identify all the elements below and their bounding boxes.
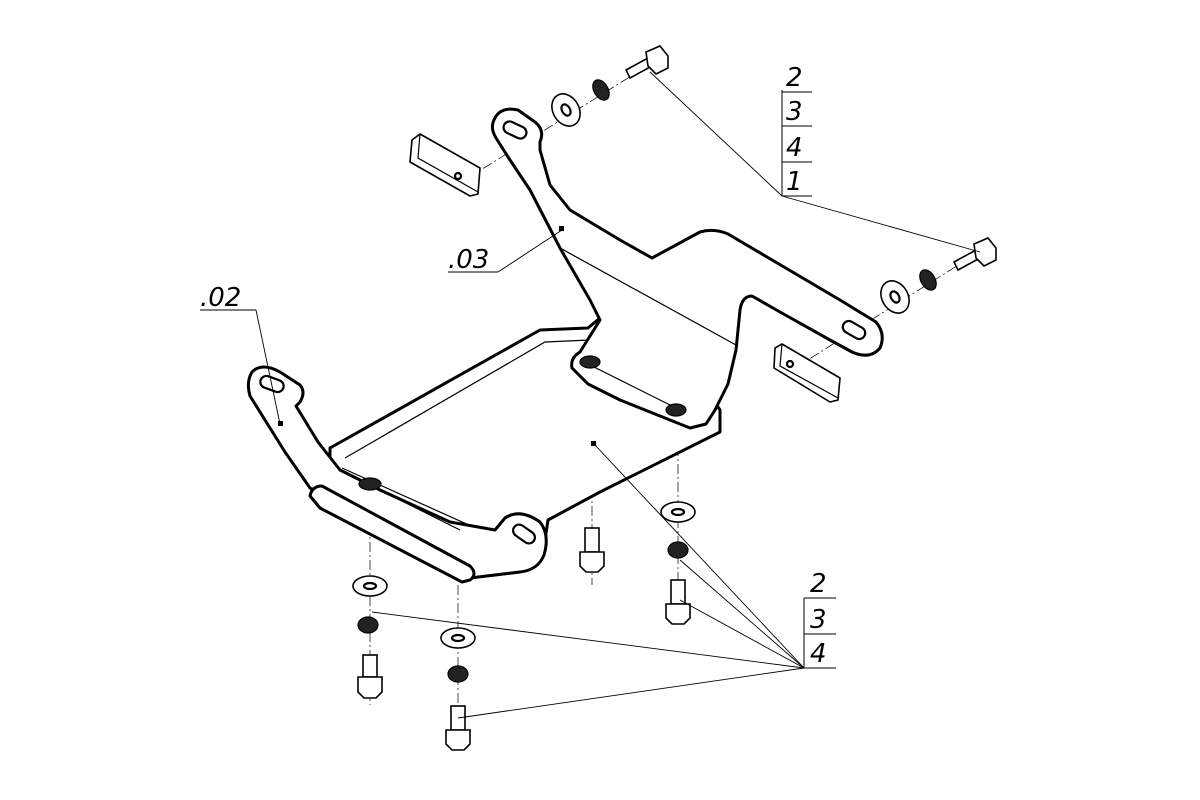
bolt-head-lower-right <box>665 603 691 625</box>
callout-lower-item-1: 2 <box>810 569 827 599</box>
bolt-shank-lower-mid <box>584 527 600 553</box>
bracket-nut-2 <box>665 403 687 417</box>
washer-upper-left-hole <box>560 103 572 117</box>
leader-lower-left-1 <box>371 611 805 669</box>
leader-plate <box>593 443 805 669</box>
bracket-right-lower-edge <box>579 359 681 411</box>
callout-lower-item-2: 3 <box>810 605 827 635</box>
washer-lower-left-1-hole <box>362 581 378 591</box>
front-lip <box>308 477 476 584</box>
bolt-shank-lower-left-1 <box>362 654 378 678</box>
lock-washer-lower-right <box>667 541 689 559</box>
bolt-head-upper-left <box>645 45 669 75</box>
bracket-right-end-slot <box>841 319 867 341</box>
bracket-right-fold <box>559 247 737 346</box>
leaders <box>255 71 981 719</box>
bracket-left-end-slot <box>511 523 537 545</box>
leader-bracket-right <box>497 229 563 273</box>
fastener-set-lower-right <box>660 501 696 625</box>
washer-lower-right-hole <box>670 507 686 517</box>
plate-bend-line <box>344 339 591 459</box>
leader-dot-plate <box>591 441 596 446</box>
leader-upper-bolt-right <box>781 195 981 253</box>
spacer-plate-right-hole <box>785 359 795 369</box>
part-label-bracket-left: .02 <box>200 283 241 313</box>
bolt-shank-lower-right <box>670 579 686 605</box>
leader-dot-bracket-left <box>278 421 283 426</box>
fastener-set-upper-right <box>880 237 997 314</box>
callout-upper-item-2: 3 <box>786 97 803 127</box>
bolt-head-upper-right <box>973 237 997 267</box>
leader-lower-right-1 <box>679 559 805 669</box>
washer-lower-left-2-hole <box>450 633 466 643</box>
leader-lower-left-2 <box>457 667 805 719</box>
part-label-bracket-right: .03 <box>448 245 489 275</box>
spacer-plate-right-edge <box>779 343 839 399</box>
bracket-right <box>490 107 884 430</box>
callout-rules <box>200 90 836 669</box>
bolt-head-lower-mid <box>579 551 605 573</box>
washer-upper-right-hole <box>889 290 901 304</box>
lip-nut-left <box>358 477 382 491</box>
bracket-nut-1 <box>579 355 601 369</box>
callout-lower-item-3: 4 <box>810 639 827 669</box>
labels: 2 3 4 1 2 3 4 .03 .02 <box>200 63 827 669</box>
fastener-set-upper-left <box>551 45 669 127</box>
leader-dot-bracket-right <box>559 226 564 231</box>
leader-upper-bolt-left <box>649 71 783 197</box>
leader-lower-right-2 <box>679 599 805 669</box>
bolt-head-lower-left-1 <box>357 676 383 699</box>
spacer-plates <box>409 133 841 403</box>
lock-washer-lower-left-1 <box>357 616 379 634</box>
lock-washer-upper-left <box>592 79 610 101</box>
lock-washer-lower-left-2 <box>447 665 469 683</box>
leader-bracket-left <box>255 309 281 425</box>
callout-upper-item-3: 4 <box>786 133 803 163</box>
front-lip-body <box>308 484 476 584</box>
callout-upper-item-1: 2 <box>786 63 803 93</box>
bracket-right-body <box>490 107 884 430</box>
spacer-plate-left-hole <box>453 171 463 181</box>
fastener-set-lower-left-1 <box>352 575 388 699</box>
lock-washer-upper-right <box>919 269 937 291</box>
bracket-right-top-slot <box>502 120 528 140</box>
fastener-set-lower-mid <box>579 527 605 573</box>
bolt-head-lower-left-2 <box>445 729 471 751</box>
spacer-plate-left-edge <box>417 133 479 193</box>
callout-upper-item-4: 1 <box>786 167 803 197</box>
